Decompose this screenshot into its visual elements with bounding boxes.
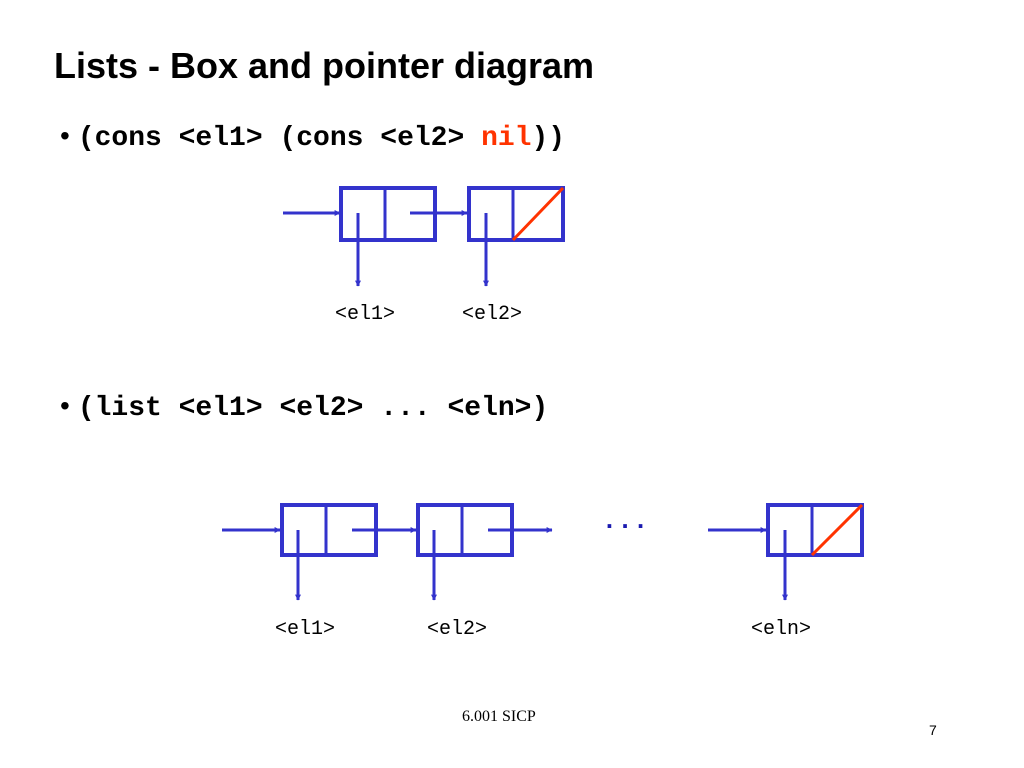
nil-keyword: nil	[481, 123, 532, 154]
element-label: <eln>	[751, 618, 811, 641]
bullet-cons: •(cons <el1> (cons <el2> nil))	[60, 118, 565, 157]
cons-cell-box	[467, 186, 565, 242]
page-number: 7	[929, 722, 937, 738]
bullet-list: •(list <el1> <el2> ... <eln>)	[60, 388, 548, 427]
element-label: <el1>	[335, 303, 395, 326]
cons-code-suffix: ))	[531, 123, 566, 154]
slide-title: Lists - Box and pointer diagram	[54, 45, 595, 86]
list-cell-n	[766, 503, 864, 557]
nil-slash	[511, 186, 565, 242]
cons-code-prefix: (cons <el1> (cons <el2>	[77, 123, 482, 154]
cons-cell-box	[766, 503, 864, 557]
cons-cell-2	[467, 186, 565, 242]
element-label: <el2>	[462, 303, 522, 326]
element-label: <el1>	[275, 618, 335, 641]
bullet-dot: •	[60, 120, 70, 151]
bullet-dot: •	[60, 390, 70, 421]
footer-course-label: 6.001 SICP	[462, 708, 536, 725]
list-diagram: ... <el1> <el2> <eln>	[222, 503, 864, 641]
ellipsis-label: ...	[602, 506, 649, 536]
list-code: (list <el1> <el2> ... <eln>)	[77, 393, 549, 424]
cons-diagram: <el1> <el2>	[283, 186, 565, 326]
element-label: <el2>	[427, 618, 487, 641]
nil-slash	[810, 503, 864, 557]
